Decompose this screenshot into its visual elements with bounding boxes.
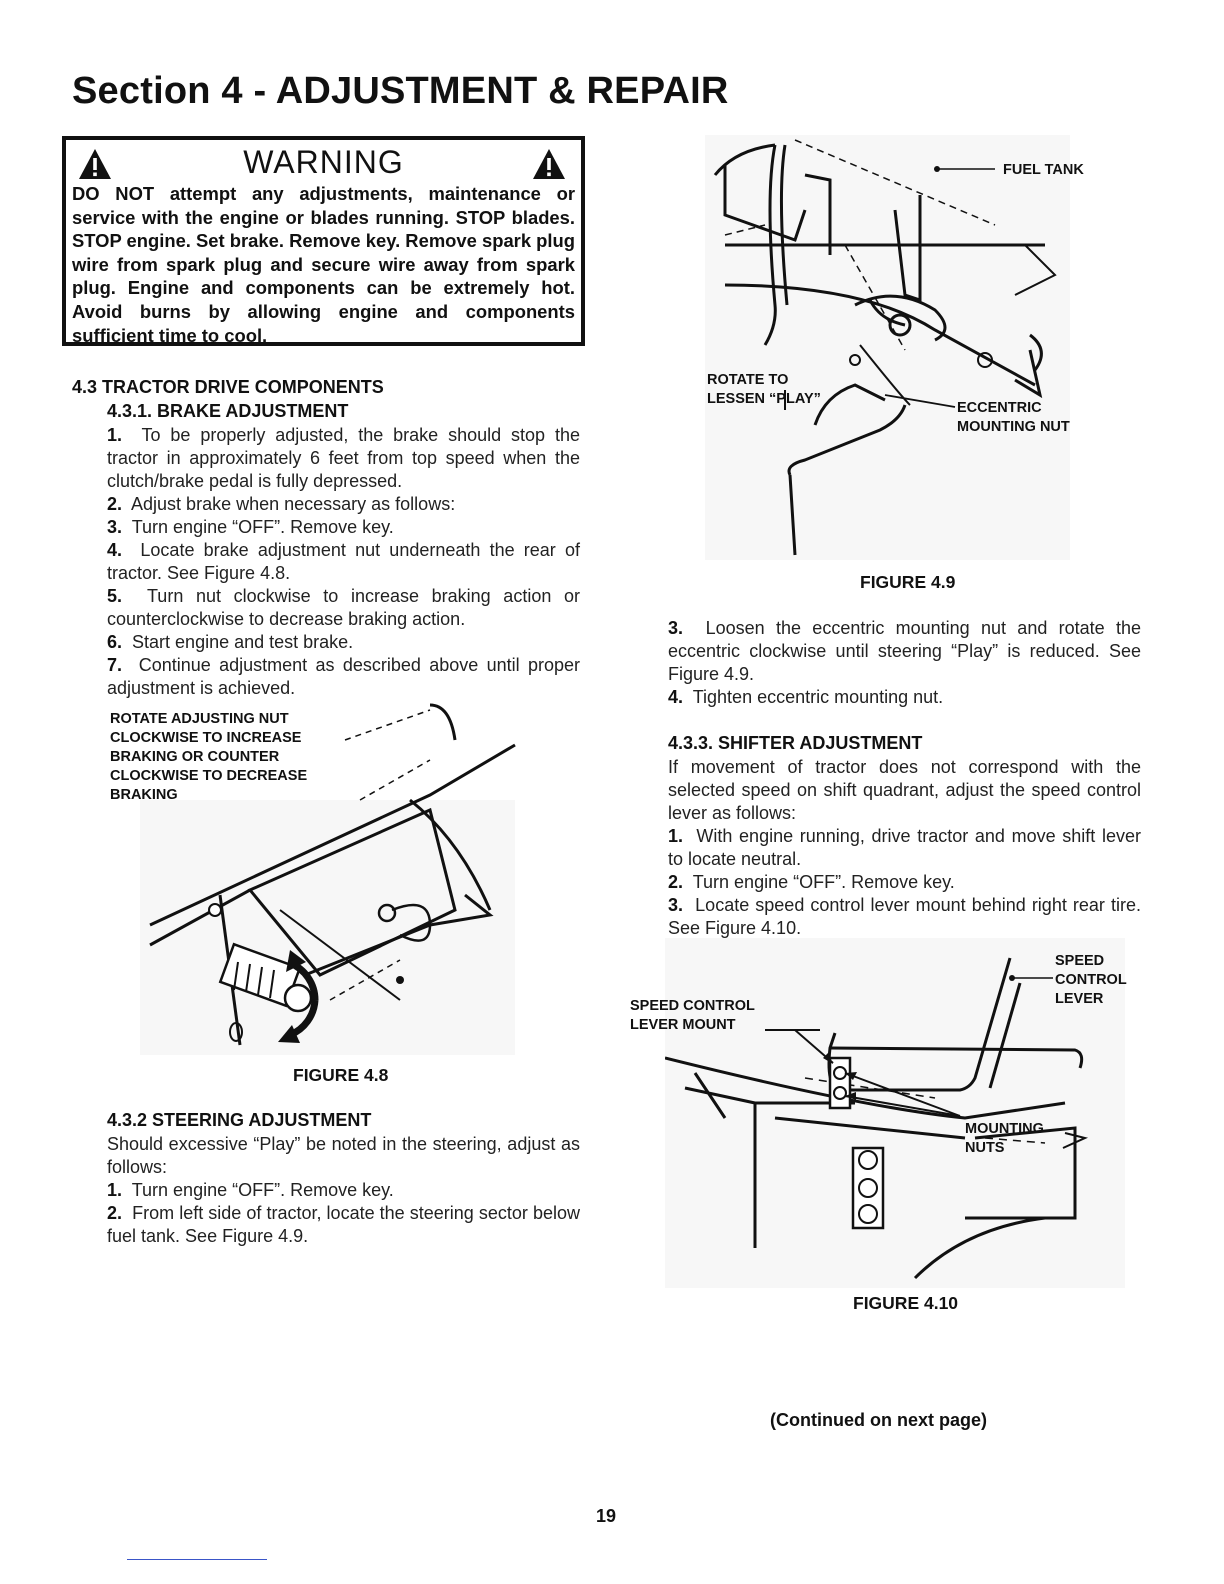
list-item: 3. Loosen the eccentric mounting nut and… [668,618,1141,684]
figure-4-9-label: FIGURE 4.9 [860,572,956,592]
warning-title: WARNING [243,144,404,180]
list-item: 3. Locate speed control lever mount behi… [668,895,1141,938]
eccentric-callout: ECCENTRIC MOUNTING NUT [957,400,1070,435]
subsection-heading-brake: 4.3.1. BRAKE ADJUSTMENT [107,401,349,421]
figure-4-10-drawing [665,938,1125,1288]
warning-triangle-icon [79,149,111,179]
list-item: 1. With engine running, drive tractor an… [668,826,1141,869]
figure-4-8-label: FIGURE 4.8 [293,1065,389,1085]
list-item: 2. From left side of tractor, locate the… [107,1203,580,1246]
list-item: 2. Turn engine “OFF”. Remove key. [668,872,955,892]
list-item: 5. Turn nut clockwise to increase brakin… [107,586,580,629]
shifter-intro: If movement of tractor does not correspo… [668,757,1141,823]
footer-rule [127,1559,267,1560]
section-heading-4-3: 4.3 TRACTOR DRIVE COMPONENTS [72,377,384,397]
warning-heading: WARNING [66,144,581,180]
list-item: 4. Tighten eccentric mounting nut. [668,687,944,707]
continued-note: (Continued on next page) [770,1410,987,1430]
fuel-tank-callout: FUEL TANK [1003,162,1084,178]
brake-steps: 1. To be properly adjusted, the brake sh… [107,424,580,700]
mounting-nuts-callout: MOUNTING NUTS [965,1121,1044,1156]
steering-steps: Should excessive “Play” be noted in the … [107,1133,580,1248]
subsection-heading-shifter: 4.3.3. SHIFTER ADJUSTMENT [668,733,923,753]
figure-4-8-callout: ROTATE ADJUSTING NUT CLOCKWISE TO INCREA… [110,711,308,803]
list-item: 4. Locate brake adjustment nut underneat… [107,540,580,583]
speed-control-lever-callout: SPEED CONTROL LEVER [1055,953,1127,1007]
list-item: 2. Adjust brake when necessary as follow… [107,494,456,514]
list-item: 1. Turn engine “OFF”. Remove key. [107,1180,394,1200]
section-title: Section 4 - ADJUSTMENT & REPAIR [72,70,729,112]
subsection-heading-steering: 4.3.2 STEERING ADJUSTMENT [107,1110,372,1130]
list-item: 1. To be properly adjusted, the brake sh… [107,425,580,491]
lever-mount-callout: SPEED CONTROL LEVER MOUNT [630,998,755,1033]
steering-intro: Should excessive “Play” be noted in the … [107,1134,580,1177]
figure-4-8-drawing [140,703,516,1055]
figure-4-9-drawing [705,135,1070,560]
list-item: 7. Continue adjustment as described abov… [107,655,580,698]
steering-steps-continued: 3. Loosen the eccentric mounting nut and… [668,617,1141,709]
rotate-callout: ROTATE TO LESSEN “PLAY” [707,372,821,407]
list-item: 3. Turn engine “OFF”. Remove key. [107,517,394,537]
shifter-steps: If movement of tractor does not correspo… [668,756,1141,940]
page-number: 19 [596,1506,617,1526]
list-item: 6. Start engine and test brake. [107,632,354,652]
warning-triangle-icon [533,149,565,179]
figure-4-10-label: FIGURE 4.10 [853,1293,959,1313]
warning-text: DO NOT attempt any adjustments, maintena… [72,183,575,346]
warning-box: WARNING DO NOT attempt any adjustments, … [62,136,585,346]
